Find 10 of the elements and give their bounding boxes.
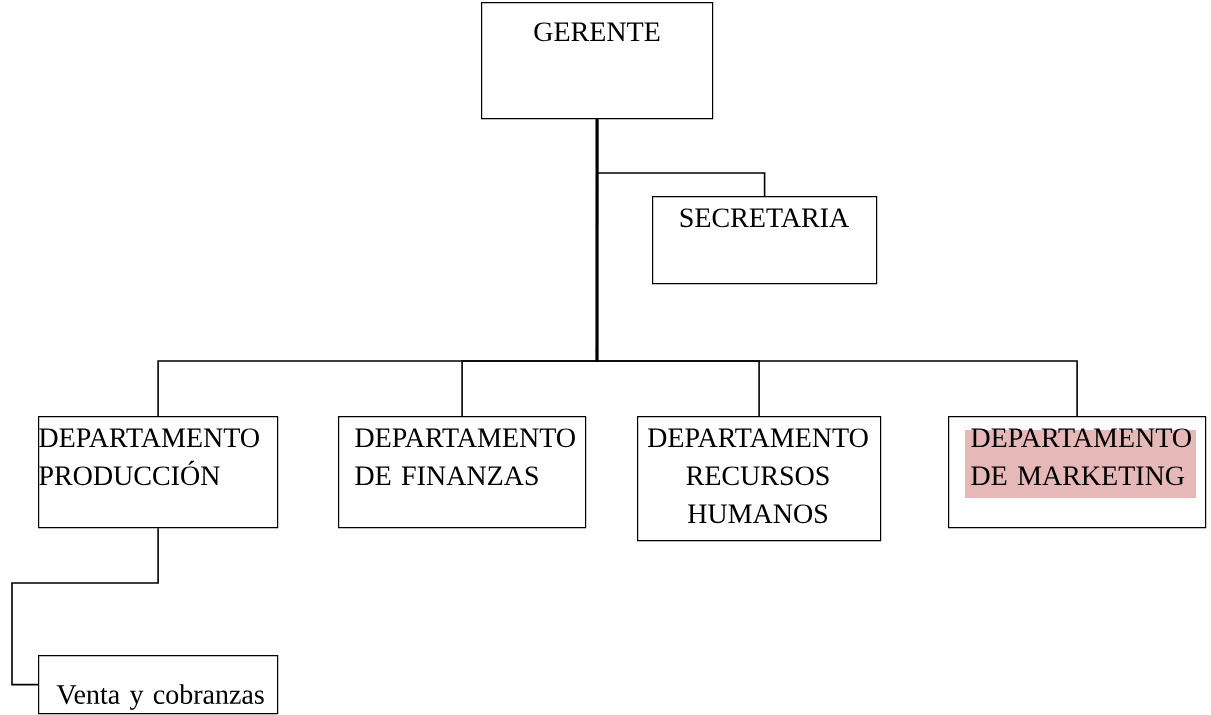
box: DEPARTAMENTO DE MARKETING <box>948 416 1207 529</box>
box: DEPARTAMENTO RECURSOS HUMANOS <box>637 416 882 542</box>
box: Venta y cobranzas <box>38 655 279 715</box>
box: GERENTE <box>481 2 714 120</box>
connector-line <box>595 119 599 361</box>
box: DEPARTAMENTO DE FINANZAS <box>338 416 587 529</box>
box: DEPARTAMENTO PRODUCCIÓN <box>38 416 279 529</box>
box: SECRETARIA <box>652 196 878 285</box>
connector-line <box>11 527 159 686</box>
connector-line <box>596 118 1078 417</box>
